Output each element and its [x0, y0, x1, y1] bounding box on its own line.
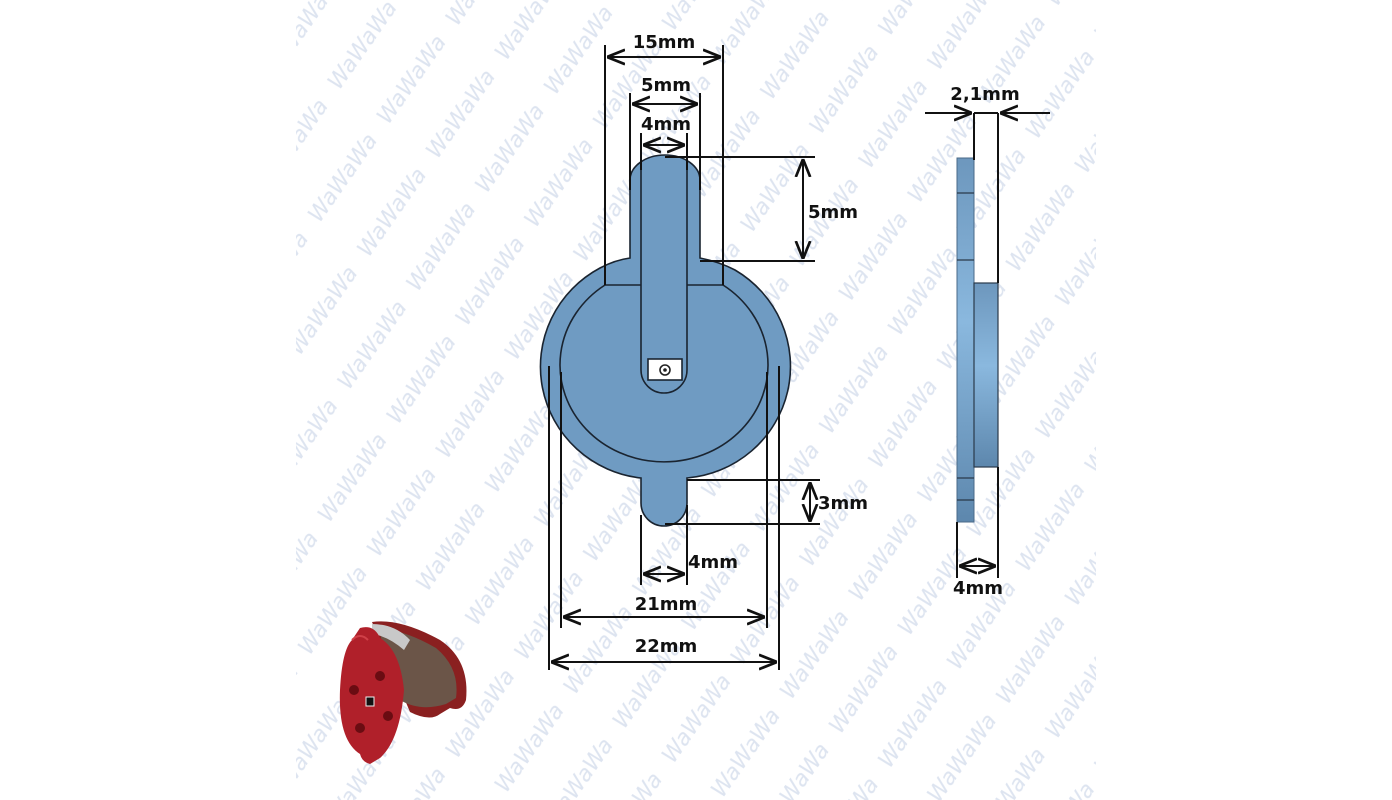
rivet-icon	[659, 364, 671, 376]
slot-outline	[640, 140, 688, 394]
dim-5mm-height: 5mm	[808, 202, 858, 223]
side-plate	[956, 157, 975, 523]
front-dimensions: 15mm 5mm 4mm 5mm 3mm 4mm 21mm 22mm	[548, 32, 868, 670]
dim-4mm-side: 4mm	[953, 578, 1003, 599]
brake-pad-photo	[339, 621, 467, 764]
dim-21mm: 21mm	[635, 594, 698, 615]
dim-15mm: 15mm	[633, 32, 696, 53]
dim-2-1mm: 2,1mm	[950, 84, 1019, 105]
side-view: 2,1mm 4mm	[925, 84, 1050, 599]
dim-5mm-width: 5mm	[641, 75, 691, 96]
inner-circle	[559, 284, 769, 463]
dim-3mm: 3mm	[818, 493, 868, 514]
dim-4mm-bottom: 4mm	[688, 552, 738, 573]
dim-4mm-slot: 4mm	[641, 114, 691, 135]
side-boss	[973, 282, 999, 468]
dim-22mm: 22mm	[635, 636, 698, 657]
